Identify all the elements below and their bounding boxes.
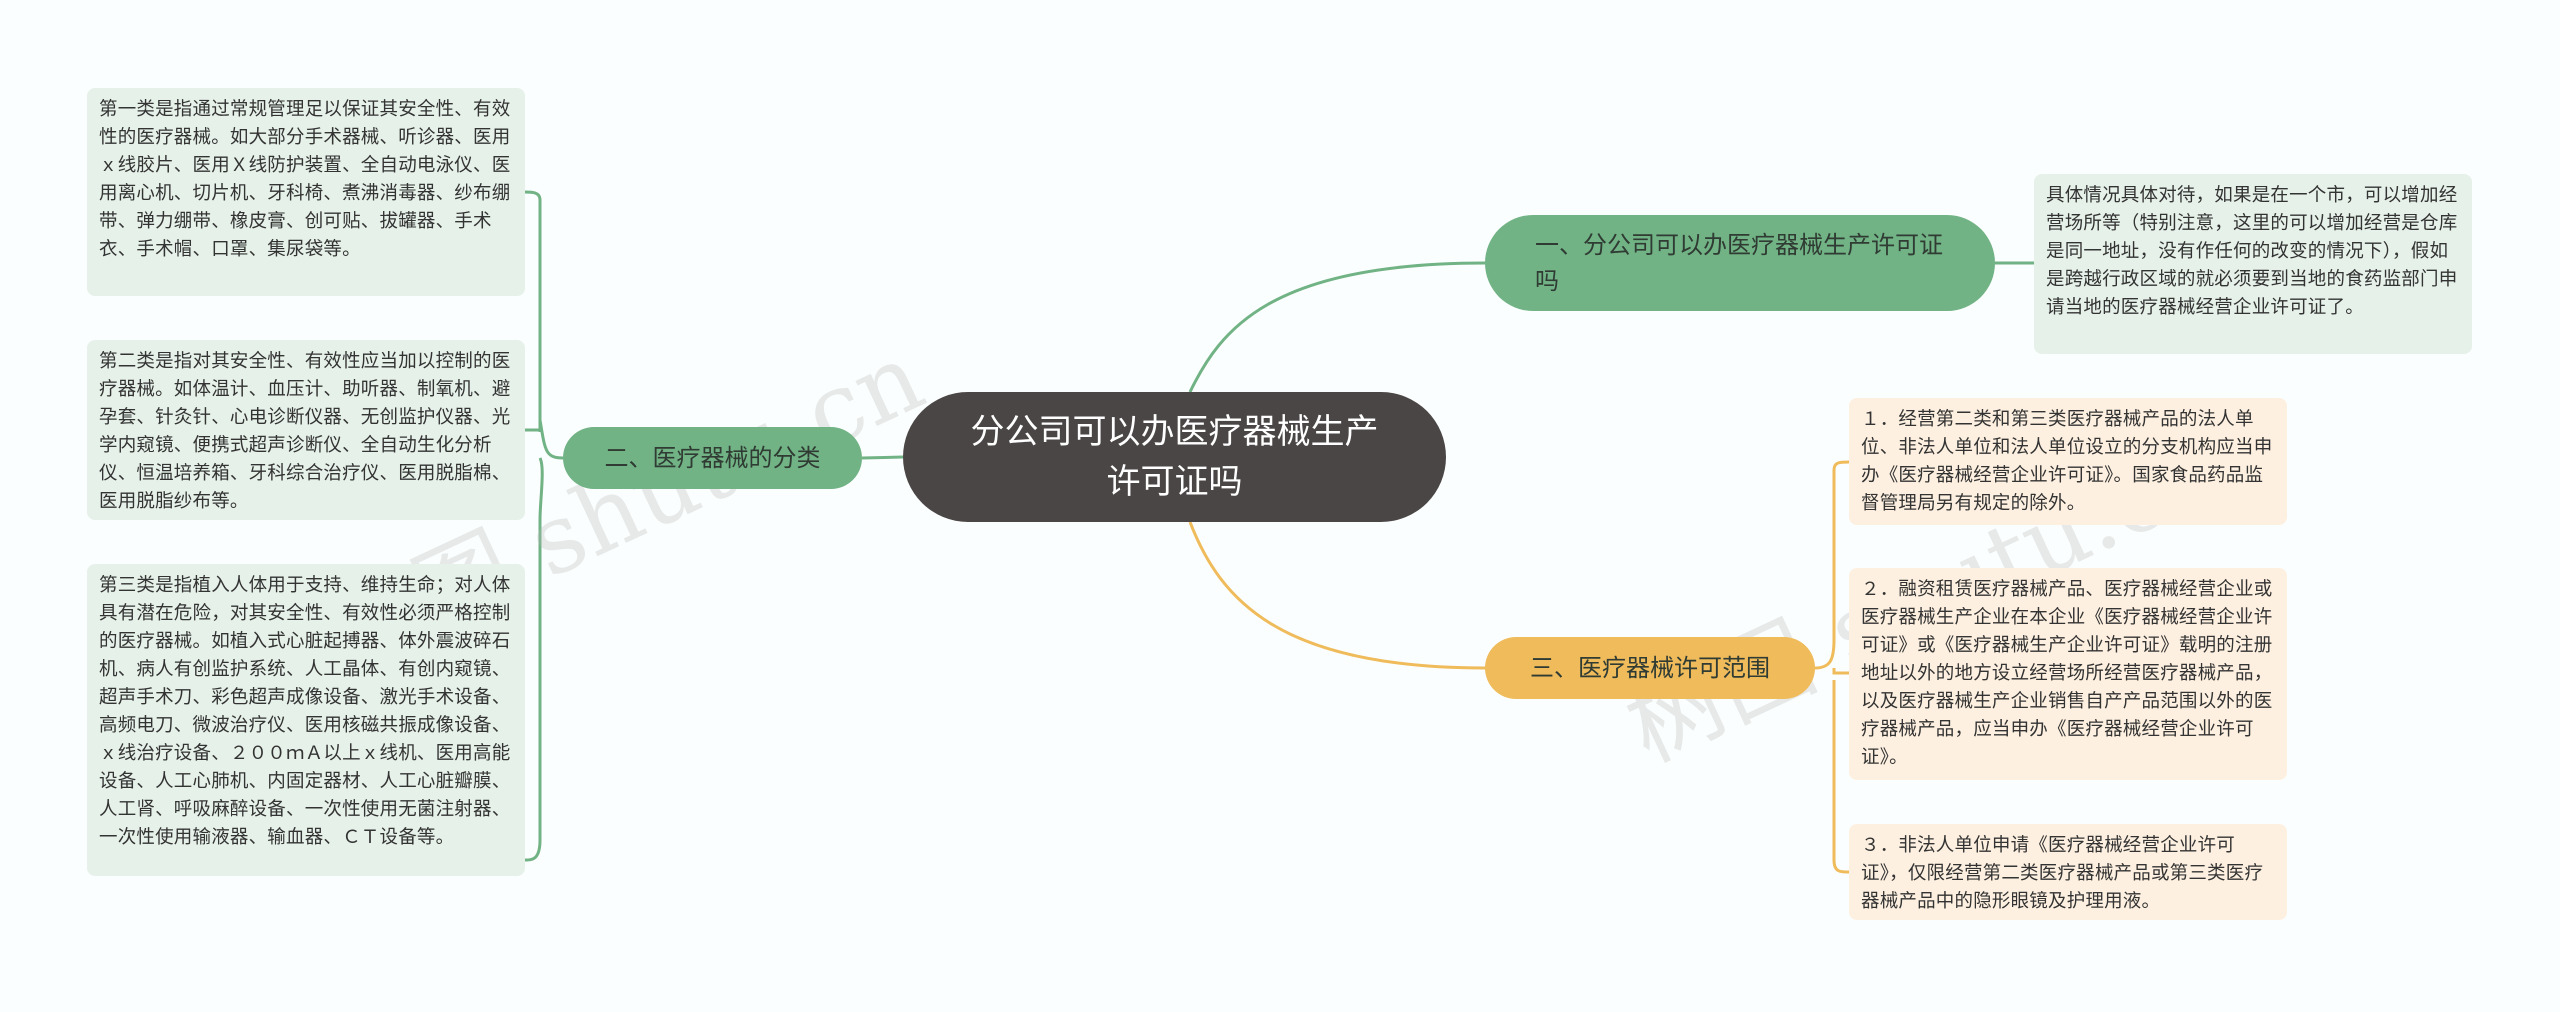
link-root-branch-three [1188, 521, 1486, 670]
branch-label: 一、分公司可以办医疗器械生产许可证吗 [1535, 231, 1943, 295]
root-topic[interactable]: 分公司可以办医疗器械生产许可证吗 [903, 392, 1446, 522]
leaf-node[interactable]: ２．融资租赁医疗器械产品、医疗器械经营企业或医疗器械生产企业在本企业《医疗器械经… [1849, 568, 2287, 780]
branch-node-two[interactable]: 二、医疗器械的分类 [563, 427, 862, 489]
link-root-branch-one [1188, 261, 1486, 393]
branch-label: 三、医疗器械许可范围 [1530, 654, 1770, 682]
link-branch-three-leaves [1814, 460, 1850, 874]
branch-label: 二、医疗器械的分类 [604, 444, 821, 472]
branch-node-three[interactable]: 三、医疗器械许可范围 [1485, 637, 1815, 699]
leaf-node[interactable]: 第三类是指植入人体用于支持、维持生命；对人体具有潜在危险，对其安全性、有效性必须… [87, 564, 525, 876]
link-root-branch-two [861, 455, 904, 460]
root-topic-label: 分公司可以办医疗器械生产许可证吗 [970, 412, 1379, 502]
branch-node-one[interactable]: 一、分公司可以办医疗器械生产许可证吗 [1485, 215, 1995, 311]
leaf-node[interactable]: １．经营第二类和第三类医疗器械产品的法人单位、非法人单位和法人单位设立的分支机构… [1849, 398, 2287, 525]
leaf-node[interactable]: 第一类是指通过常规管理足以保证其安全性、有效性的医疗器械。如大部分手术器械、听诊… [87, 88, 525, 296]
link-branch-two-leaves [524, 190, 564, 862]
leaf-node[interactable]: 第二类是指对其安全性、有效性应当加以控制的医疗器械。如体温计、血压计、助听器、制… [87, 340, 525, 520]
leaf-node[interactable]: ３．非法人单位申请《医疗器械经营企业许可证》，仅限经营第二类医疗器械产品或第三类… [1849, 824, 2287, 920]
leaf-node[interactable]: 具体情况具体对待，如果是在一个市，可以增加经营场所等（特别注意，这里的可以增加经… [2034, 174, 2472, 354]
